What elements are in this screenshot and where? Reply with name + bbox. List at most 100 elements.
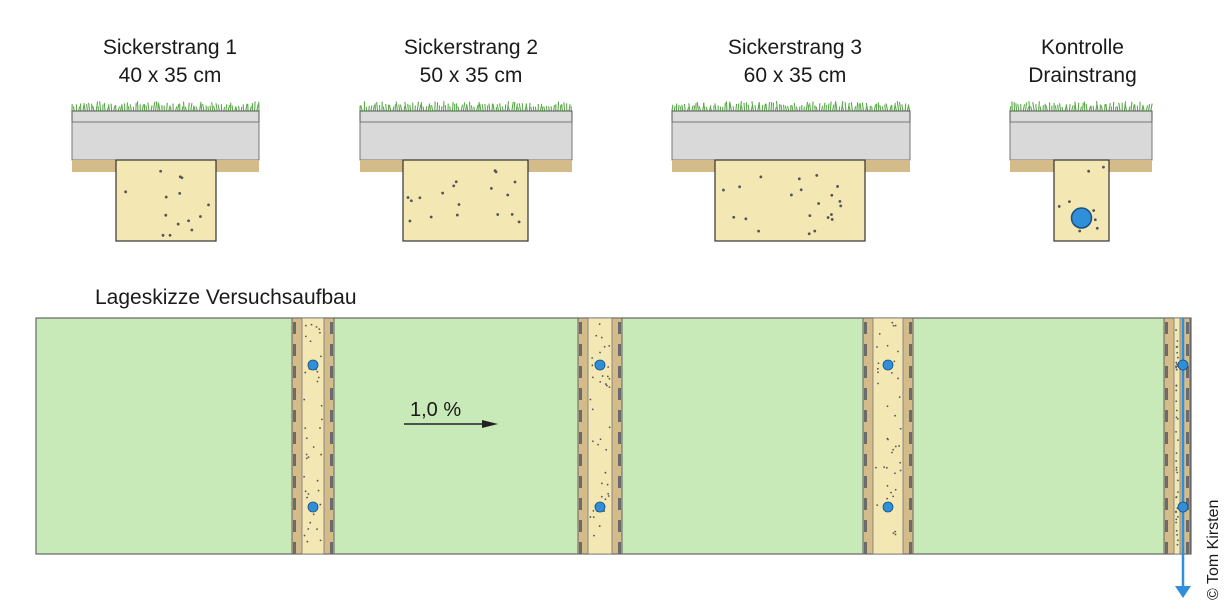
- grass-blade: [254, 101, 256, 112]
- grass-blade: [770, 101, 773, 112]
- grass-blade: [462, 102, 466, 112]
- grass-blade: [83, 102, 86, 112]
- grass-blade: [885, 103, 889, 112]
- gravel-dot: [489, 186, 493, 190]
- grass-blade: [539, 103, 543, 112]
- gravel-dot: [722, 188, 725, 192]
- gravel-dot: [1087, 169, 1091, 173]
- grass-blade: [889, 105, 892, 112]
- subbase-layer: [216, 160, 259, 172]
- gravel-dot: [510, 212, 514, 216]
- edge-dash: [293, 366, 296, 378]
- grass-blade: [729, 102, 732, 112]
- grass-blade: [249, 106, 252, 112]
- section-dimensions: 40 x 35 cm: [118, 64, 222, 87]
- grass-blade: [821, 105, 824, 112]
- grass-blade: [747, 104, 750, 112]
- edge-dash: [1165, 520, 1168, 532]
- gravel-dot: [1175, 389, 1178, 392]
- gravel-dot: [1176, 417, 1179, 420]
- gravel-dot: [1176, 539, 1179, 542]
- edge-dash: [909, 498, 912, 510]
- grass-blade: [370, 105, 373, 112]
- grass-blade: [382, 106, 385, 112]
- gravel-dot: [799, 188, 803, 192]
- edge-dash: [864, 366, 867, 378]
- edge-dash: [1165, 542, 1168, 554]
- gravel-dot: [310, 323, 313, 326]
- grass-blade: [385, 104, 387, 112]
- topsoil-layer: [359, 110, 573, 123]
- grass-blade: [425, 106, 428, 112]
- grass-blade: [787, 105, 790, 112]
- grass-blade: [168, 105, 171, 112]
- grass-blade: [832, 104, 835, 112]
- gravel-dot: [180, 176, 184, 180]
- plan-title: Lageskizze Versuchsaufbau: [95, 286, 357, 309]
- edge-dash: [1186, 476, 1189, 488]
- grass-blade: [470, 105, 473, 112]
- grass-blade: [235, 106, 238, 112]
- topsoil-layer: [71, 110, 260, 123]
- edge-dash: [579, 542, 582, 554]
- grass-blade: [893, 102, 896, 112]
- grass-blade: [1030, 106, 1033, 112]
- grass-blade: [451, 101, 454, 112]
- grass-blade: [543, 106, 546, 112]
- gravel-dot: [1175, 329, 1177, 331]
- gravel-dot: [604, 471, 607, 474]
- grass-blade: [418, 104, 422, 112]
- gravel-dot: [892, 324, 895, 327]
- gravel-dot: [599, 351, 601, 354]
- subbase-layer: [528, 160, 572, 172]
- grass-blade: [436, 102, 439, 112]
- gravel-dot: [207, 203, 210, 207]
- grass-blade: [681, 104, 684, 112]
- gravel-dot: [600, 495, 603, 498]
- gravel-dot: [320, 453, 323, 456]
- grass-blade: [395, 101, 398, 112]
- grass-blade: [743, 102, 746, 112]
- grass-blade: [1108, 103, 1111, 112]
- trench-strip-2: [577, 317, 623, 555]
- grass-blade: [1118, 102, 1121, 112]
- gravel-dot: [441, 191, 445, 195]
- grass-blade: [1100, 105, 1103, 112]
- gravel-dot: [606, 483, 609, 486]
- gravel-dot: [875, 466, 877, 469]
- grass-blade: [117, 106, 121, 112]
- grass-blade: [1035, 104, 1037, 112]
- gravel-dot: [606, 375, 609, 378]
- strip-sand: [301, 317, 325, 555]
- grass-blade: [879, 105, 882, 112]
- gravel-dot: [303, 534, 306, 537]
- grass-blade: [782, 104, 785, 112]
- gravel-dot: [597, 443, 599, 446]
- grass-blade: [532, 106, 535, 112]
- gravel-dot: [1095, 226, 1099, 230]
- gravel-dot: [608, 345, 611, 347]
- gravel-dot: [315, 325, 318, 328]
- edge-dash: [864, 520, 867, 532]
- grass-blade: [407, 103, 409, 112]
- gravel-dot: [605, 448, 608, 451]
- grass-blade: [121, 104, 124, 112]
- edge-dash: [330, 432, 333, 444]
- grass-blade: [460, 104, 464, 112]
- grass-blade: [200, 101, 203, 112]
- grass-blade: [808, 103, 812, 112]
- gravel-dot: [591, 440, 594, 443]
- section-name: Kontrolle: [1041, 36, 1124, 59]
- grass-blade: [873, 104, 877, 112]
- grass-blade: [492, 103, 495, 112]
- edge-dash: [1165, 322, 1168, 334]
- gravel-dot: [876, 504, 879, 507]
- grass-blade: [754, 105, 757, 112]
- gravel-dot: [608, 377, 611, 380]
- gravel-dot: [898, 445, 900, 447]
- gravel-dot: [306, 496, 308, 499]
- edge-dash: [579, 410, 582, 422]
- grass-blade: [823, 102, 826, 112]
- grass-blade: [1071, 105, 1074, 112]
